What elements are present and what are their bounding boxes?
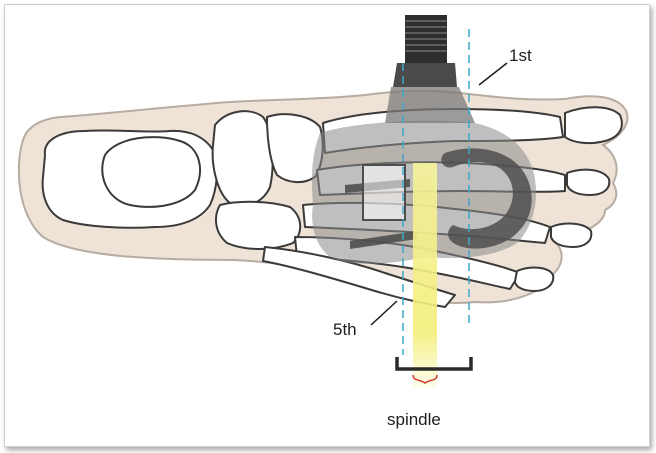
- label-first: 1st: [509, 46, 532, 65]
- cuboid-bone: [214, 200, 302, 250]
- spindle-bracket: [395, 357, 473, 371]
- pedal-cage: [441, 148, 532, 249]
- pedal-cleat-window: [362, 164, 406, 221]
- toe-4: [514, 266, 555, 292]
- spindle-highlight: [413, 163, 437, 389]
- toe-3: [550, 222, 593, 248]
- talus-bone: [101, 136, 201, 208]
- toe-1: [564, 106, 623, 145]
- pedal-cleat-slot-lower: [350, 231, 417, 249]
- label-spindle: spindle: [387, 410, 441, 429]
- spindle-brace: [412, 374, 438, 384]
- leader-fifth: [370, 300, 398, 326]
- foot-pedal-diagram: 1st 5th spindle: [17, 15, 629, 429]
- diagram-frame: 1st 5th spindle: [4, 4, 650, 447]
- toe-2: [566, 168, 611, 196]
- pedal-spindle-thread: [385, 15, 475, 123]
- navicular-bone: [211, 110, 274, 207]
- label-fifth: 5th: [333, 320, 357, 339]
- leader-first: [478, 62, 508, 86]
